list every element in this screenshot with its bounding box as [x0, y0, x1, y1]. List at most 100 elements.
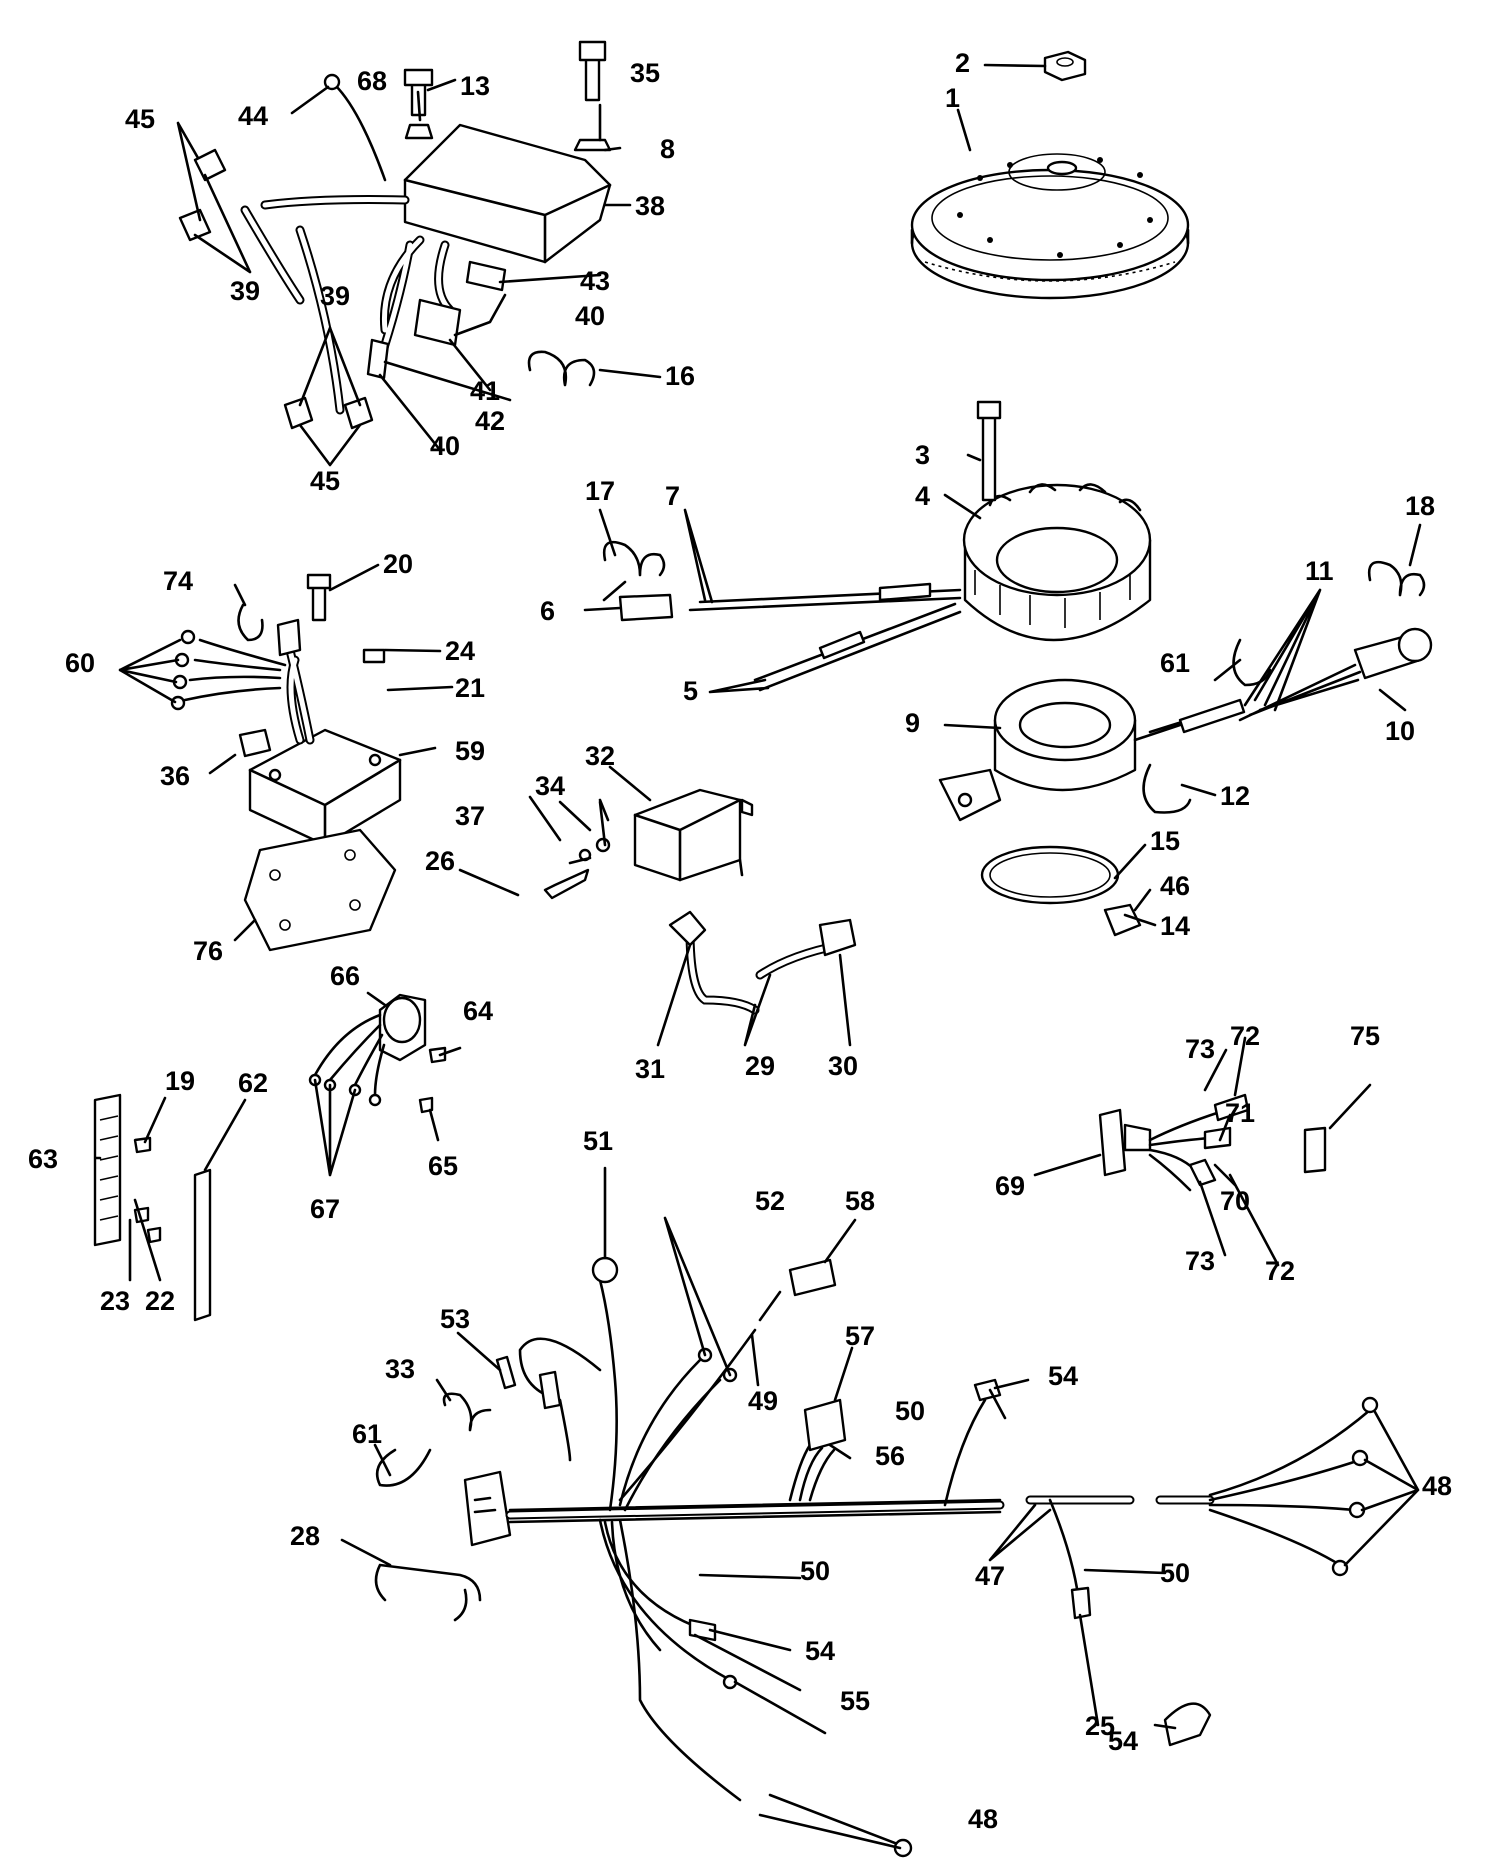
retainer-clip-part	[527, 350, 596, 387]
callout-45-lower: 45	[310, 466, 340, 496]
flywheel-part	[910, 153, 1190, 300]
callout-52: 52	[755, 1186, 785, 1216]
clamp-ring-part	[237, 603, 264, 642]
callout-59: 59	[455, 736, 485, 766]
callout-19: 19	[165, 1066, 195, 1096]
callout-29: 29	[745, 1051, 775, 1081]
callout-1: 1	[945, 83, 960, 113]
retaining-ring-part	[980, 845, 1120, 905]
callout-24: 24	[445, 636, 475, 666]
callout-26: 26	[425, 846, 455, 876]
callout-11: 11	[1305, 556, 1334, 586]
flywheel-nut-part	[1043, 50, 1087, 82]
callout-4: 4	[915, 481, 930, 511]
callout-45-upper: 45	[125, 104, 155, 134]
cable-clamp-part	[1142, 638, 1272, 814]
callout-47: 47	[975, 1561, 1005, 1591]
callout-7: 7	[665, 481, 680, 511]
wiring-harness-part	[463, 1256, 1379, 1858]
small-clip-part	[375, 1392, 492, 1487]
callout-5: 5	[683, 676, 698, 706]
callout-44: 44	[238, 101, 268, 131]
callout-67: 67	[310, 1194, 340, 1224]
callout-18: 18	[1405, 491, 1435, 521]
callout-50-right: 50	[1160, 1558, 1190, 1588]
callout-13: 13	[460, 71, 490, 101]
callout-57: 57	[845, 1321, 875, 1351]
callout-25: 25	[1085, 1711, 1115, 1741]
callout-49: 49	[748, 1386, 778, 1416]
callout-66: 66	[330, 961, 360, 991]
callout-53: 53	[440, 1304, 470, 1334]
callout-17: 17	[585, 476, 615, 506]
callout-3: 3	[915, 440, 930, 470]
callout-23: 23	[100, 1286, 130, 1316]
fuse-holder-part	[495, 1355, 517, 1390]
rectifier-screw-part	[306, 573, 386, 664]
callout-60: 60	[65, 648, 95, 678]
callout-42: 42	[475, 406, 505, 436]
callout-65: 65	[428, 1151, 458, 1181]
callout-61-upper: 61	[1160, 648, 1190, 678]
power-pack-part	[178, 73, 612, 430]
callout-16: 16	[665, 361, 695, 391]
callout-63: 63	[28, 1144, 58, 1174]
callout-62: 62	[238, 1068, 268, 1098]
rectifier-leads-part	[170, 629, 287, 711]
callout-48-bottom: 48	[968, 1804, 998, 1834]
callout-73-upper: 73	[1185, 1034, 1215, 1064]
callout-34: 34	[535, 771, 565, 801]
callout-55: 55	[840, 1686, 870, 1716]
bracket-part	[374, 1563, 482, 1622]
callout-20: 20	[383, 549, 413, 579]
callout-73-lower: 73	[1185, 1246, 1215, 1276]
callout-12: 12	[1220, 781, 1250, 811]
rectifier-part	[238, 618, 402, 847]
callout-33: 33	[385, 1354, 415, 1384]
gasket-part	[243, 828, 397, 952]
callout-36: 36	[160, 761, 190, 791]
callout-75: 75	[1350, 1021, 1380, 1051]
relay-part	[308, 993, 447, 1114]
callout-37: 37	[455, 801, 485, 831]
callout-54-mid: 54	[805, 1636, 835, 1666]
ignition-coil-part	[633, 788, 754, 882]
spring-clip-part	[602, 540, 1426, 597]
callout-9: 9	[905, 708, 920, 738]
callout-71: 71	[1225, 1098, 1255, 1128]
callout-64: 64	[463, 996, 493, 1026]
callout-72-upper: 72	[1230, 1021, 1260, 1051]
callout-58: 58	[845, 1186, 875, 1216]
callout-40-lower: 40	[430, 431, 460, 461]
callout-43: 43	[580, 266, 610, 296]
callout-74: 74	[163, 566, 193, 596]
callout-6: 6	[540, 596, 555, 626]
timer-base-part	[938, 678, 1246, 822]
coil-screw-part	[543, 837, 611, 900]
callout-28: 28	[290, 1521, 320, 1551]
terminal-cover-part	[193, 1168, 212, 1322]
callout-32: 32	[585, 741, 615, 771]
callout-72-lower: 72	[1265, 1256, 1295, 1286]
callout-15: 15	[1150, 826, 1180, 856]
terminal-strip-part	[93, 1093, 162, 1247]
callout-54-upper: 54	[1048, 1361, 1078, 1391]
stator-screw-part	[976, 400, 1002, 502]
stator-leads-part	[688, 582, 962, 692]
callout-30: 30	[828, 1051, 858, 1081]
callout-68: 68	[357, 66, 387, 96]
callout-8: 8	[660, 134, 675, 164]
callout-41: 41	[470, 376, 500, 406]
callout-50-mid: 50	[800, 1556, 830, 1586]
callout-48-harness-end: 48	[1422, 1471, 1452, 1501]
callout-22: 22	[145, 1286, 175, 1316]
callout-54-right: 54	[1108, 1726, 1138, 1756]
callout-39-left: 39	[230, 276, 260, 306]
callout-39-right: 39	[320, 281, 350, 311]
callout-70: 70	[1220, 1186, 1250, 1216]
spark-plug-lead-part	[668, 910, 857, 1015]
callout-31: 31	[635, 1054, 665, 1084]
callout-14: 14	[1160, 911, 1190, 941]
callout-46: 46	[1160, 871, 1190, 901]
